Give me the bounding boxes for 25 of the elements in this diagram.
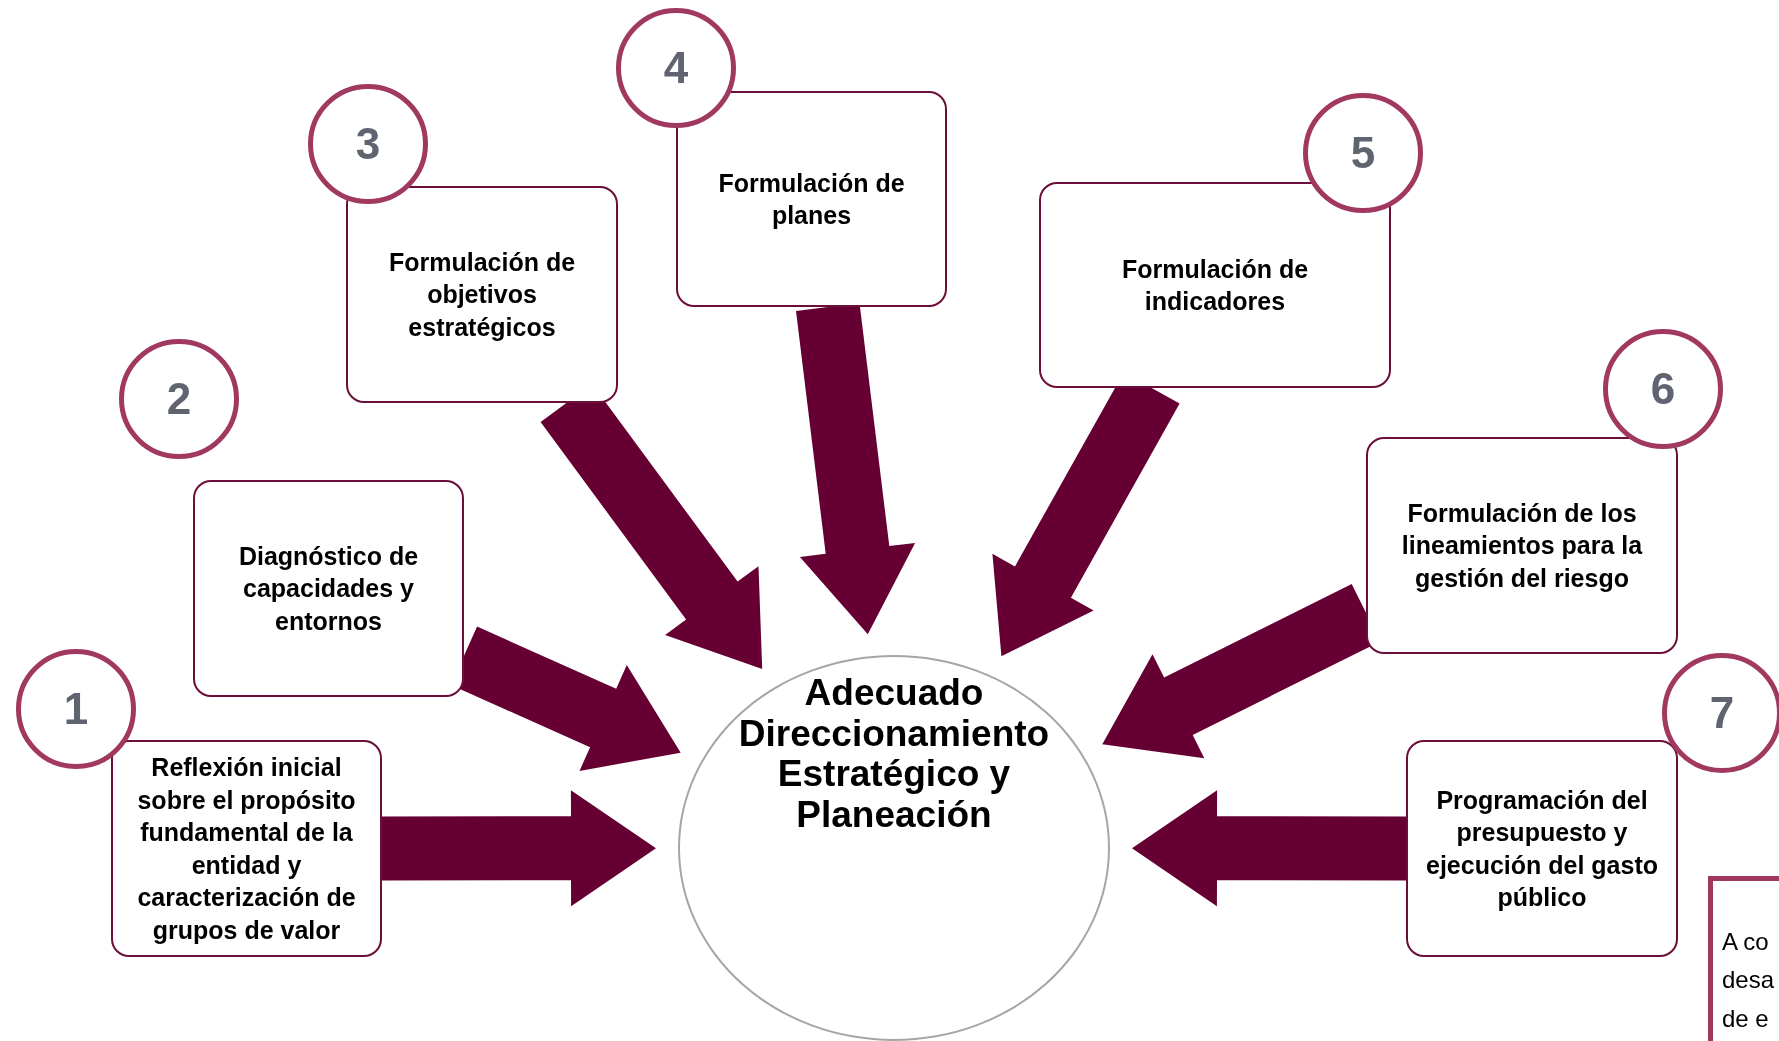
block-arrow xyxy=(1132,790,1406,907)
node-text: 2 xyxy=(166,373,192,425)
step-box xyxy=(1366,437,1678,654)
step-box xyxy=(1039,182,1391,388)
step-box xyxy=(676,91,947,307)
step-box xyxy=(1406,740,1678,957)
node-text: Formulación de indicadores xyxy=(1120,253,1310,317)
node-text: 7 xyxy=(1709,687,1735,739)
step-box xyxy=(193,480,464,697)
node-text: Diagnóstico de capacidades y entornos xyxy=(237,540,420,637)
step-box xyxy=(111,740,382,957)
node-text: Reflexión inicial sobre el propósito fundamental de la entidad y caracterización de grupos de valor xyxy=(136,752,357,946)
node-text: Programación del presupuesto y ejecución del gasto público xyxy=(1426,784,1658,913)
node-text: Adecuado Direccionamiento Estratégico y Planeación xyxy=(737,673,1051,836)
node-text: 3 xyxy=(355,118,381,170)
node-text: 1 xyxy=(63,683,89,735)
node-text: 6 xyxy=(1650,363,1676,415)
block-arrow xyxy=(382,790,656,907)
node-text: 5 xyxy=(1350,127,1376,179)
step-box xyxy=(346,186,618,403)
node-text: Formulación de los lineamientos para la gestión del riesgo xyxy=(1400,497,1644,594)
node-text: 4 xyxy=(663,42,689,94)
node-text: A co desa de e xyxy=(1722,928,1775,1032)
node-text: Formulación de objetivos estratégicos xyxy=(387,246,577,343)
node-text: Formulación de planes xyxy=(717,167,906,231)
